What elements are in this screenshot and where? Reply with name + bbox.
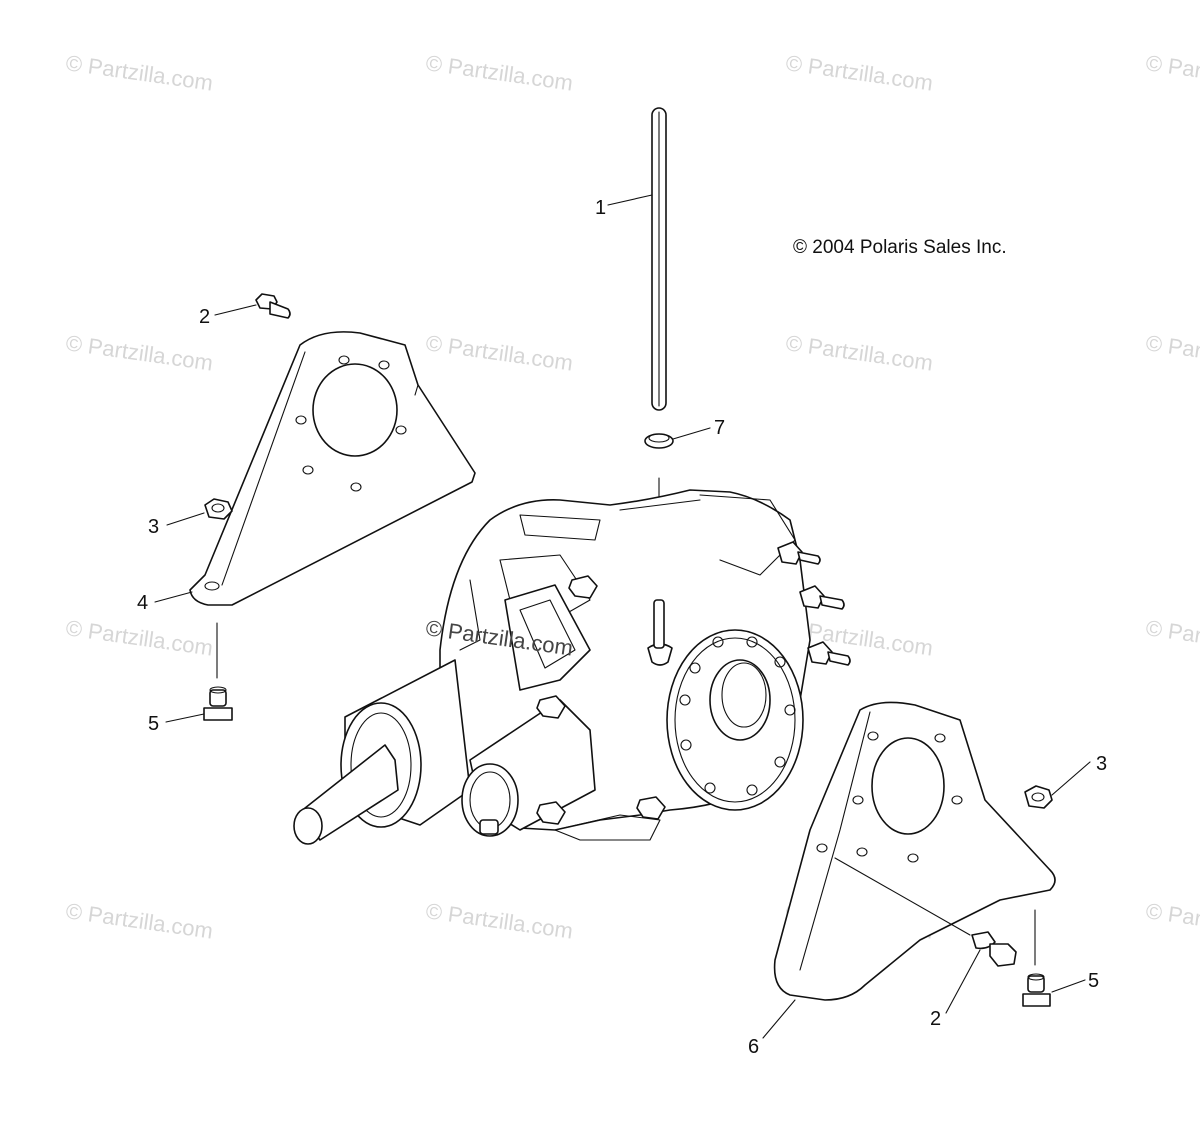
callout-4[interactable]: 4 (137, 592, 148, 614)
callout-leaders (154, 194, 1091, 1039)
watermark: © Partzilla.com (424, 330, 574, 375)
copyright-text: © 2004 Polaris Sales Inc. (793, 237, 1007, 258)
callout-5[interactable]: 5 (148, 713, 159, 735)
case-bolt (568, 575, 598, 599)
watermark: © Partzilla.com (784, 330, 934, 375)
case-bolt (536, 695, 566, 719)
callout-2[interactable]: 2 (930, 1008, 941, 1030)
part-bolt-right[interactable] (1022, 973, 1051, 1007)
part-hose-clamp[interactable] (644, 433, 674, 449)
case-stud (807, 641, 851, 666)
part-nut-left[interactable] (204, 498, 233, 520)
callout-3[interactable]: 3 (148, 516, 159, 538)
callout-1[interactable]: 1 (595, 197, 606, 219)
watermark: © Partzilla.com (1144, 50, 1200, 95)
callout-labels: 1 2 3 4 5 7 3 2 5 6 (137, 197, 1107, 1058)
part-bolt-lower[interactable] (971, 931, 1017, 967)
part-bolt-upper[interactable] (255, 293, 291, 319)
case-bolt (536, 801, 566, 825)
watermark: © Partzilla.com (784, 50, 934, 95)
vent-fitting (647, 599, 673, 666)
watermark: © Partzilla.com (1144, 615, 1200, 660)
watermark: © Partzilla.com (64, 50, 214, 95)
callout-3[interactable]: 3 (1096, 753, 1107, 775)
case-stud (777, 541, 821, 565)
watermark: © Partzilla.com (64, 330, 214, 375)
part-nut-right[interactable] (1024, 785, 1053, 809)
case-bolt (636, 796, 666, 820)
watermark: © Partzilla.com (1144, 330, 1200, 375)
callout-6[interactable]: 6 (748, 1036, 759, 1058)
part-bolt-left[interactable] (203, 686, 233, 721)
case-stud (799, 585, 845, 610)
callout-7[interactable]: 7 (714, 417, 725, 439)
watermark: © Partzilla.com (424, 898, 574, 943)
callout-5[interactable]: 5 (1088, 970, 1099, 992)
watermark: © Partzilla.com (1144, 898, 1200, 943)
part-vent-tube[interactable] (651, 107, 667, 411)
assembly-line (834, 857, 971, 936)
watermark: © Partzilla.com (64, 615, 214, 660)
part-gearcase (293, 489, 851, 845)
watermark: © Partzilla.com (424, 50, 574, 95)
watermark: © Partzilla.com (64, 898, 214, 943)
part-left-bracket[interactable] (189, 331, 476, 606)
callout-2[interactable]: 2 (199, 306, 210, 328)
part-right-bracket[interactable] (773, 701, 1056, 1001)
